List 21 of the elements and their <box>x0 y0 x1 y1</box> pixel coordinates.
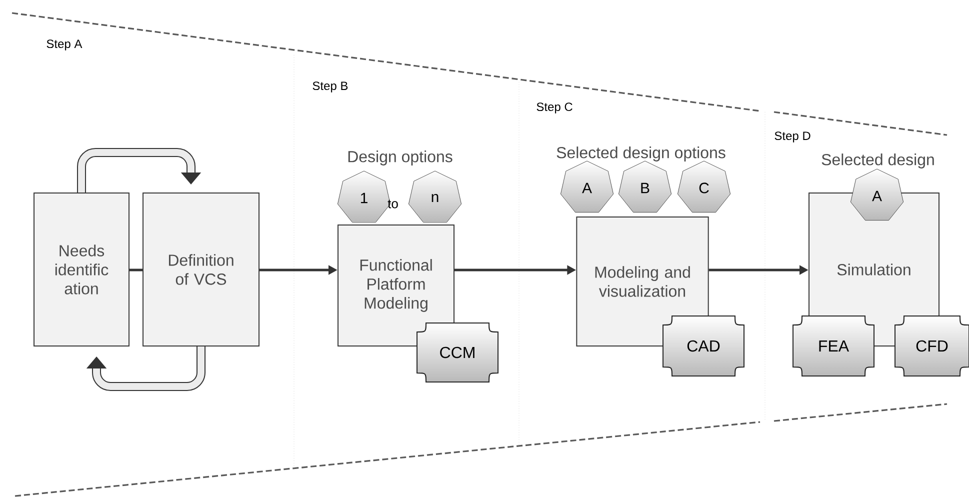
group-heading: Selected design options <box>556 146 726 162</box>
loop-arrow <box>86 346 206 391</box>
option-heptagon: B <box>618 160 672 213</box>
option-heptagon: A <box>850 168 904 221</box>
tool-tag: CAD <box>662 316 744 376</box>
tool-tag: CFD <box>894 316 969 376</box>
process-box: Definition of VCS <box>142 192 260 346</box>
step-label: Step B <box>312 82 348 92</box>
group-heading: Design options <box>348 150 452 166</box>
step-label: Step A <box>46 40 82 50</box>
tool-tag: CCM <box>416 322 498 382</box>
option-heptagon: n <box>408 170 462 223</box>
tool-tag: FEA <box>792 316 874 376</box>
process-box: Functional Platform Modeling <box>338 224 454 346</box>
step-label: Step D <box>774 132 810 142</box>
step-label: Step C <box>536 102 572 114</box>
loop-arrow <box>77 148 202 192</box>
option-heptagon: C <box>677 160 731 213</box>
process-box: Needs identific ation <box>34 192 130 346</box>
group-heading: Selected design <box>822 154 934 168</box>
option-heptagon: A <box>560 160 614 213</box>
